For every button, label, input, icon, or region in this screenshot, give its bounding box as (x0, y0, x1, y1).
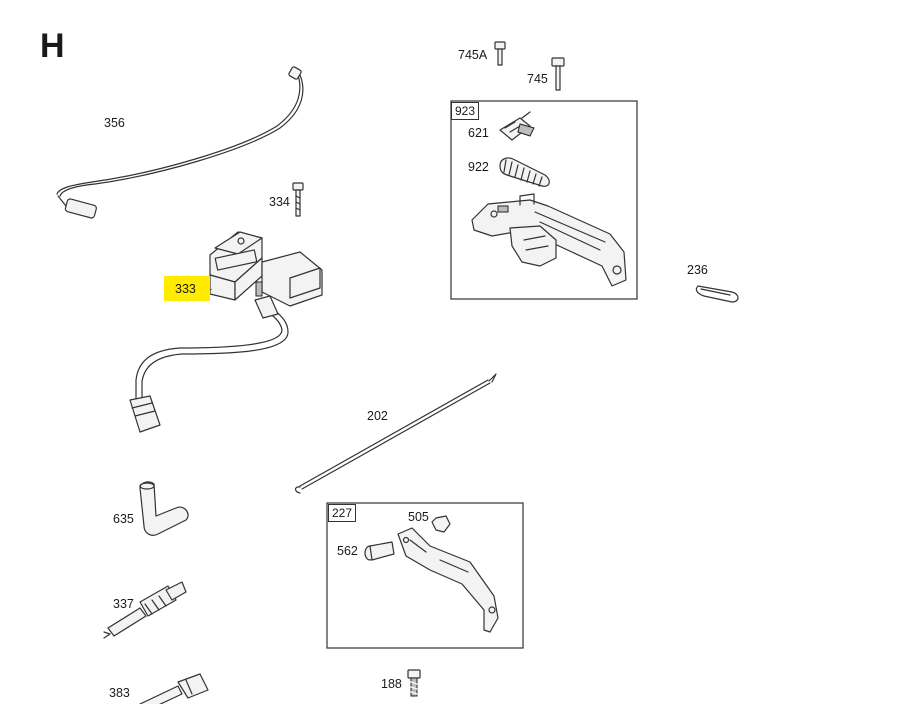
part-562-pin[interactable] (364, 541, 395, 561)
callout-562[interactable]: 562 (337, 544, 358, 558)
callout-236[interactable]: 236 (687, 263, 708, 277)
callout-621[interactable]: 621 (468, 126, 489, 140)
callout-188[interactable]: 188 (381, 677, 402, 691)
callout-337[interactable]: 337 (113, 597, 134, 611)
callout-356[interactable]: 356 (104, 116, 125, 130)
callout-383[interactable]: 383 (109, 686, 130, 700)
part-334-screw[interactable] (292, 182, 304, 217)
part-356-ground-wire[interactable] (56, 66, 304, 219)
part-505-nut[interactable] (431, 515, 451, 533)
callout-745A[interactable]: 745A (458, 48, 488, 62)
part-923-control-bracket[interactable] (471, 193, 627, 287)
part-227-governor-lever[interactable] (397, 527, 499, 633)
part-202-governor-link[interactable] (294, 373, 497, 494)
part-337-spark-plug[interactable] (103, 581, 187, 639)
group-227-box (326, 502, 524, 649)
part-188-screw[interactable] (407, 669, 421, 697)
section-letter: H (40, 27, 65, 65)
callout-745[interactable]: 745 (527, 72, 548, 86)
callout-202[interactable]: 202 (367, 409, 388, 423)
callout-333[interactable]: 333 (175, 282, 196, 296)
part-333-armature[interactable] (129, 231, 323, 433)
part-635-spark-plug-boot[interactable] (139, 481, 189, 536)
callout-227[interactable]: 227 (328, 504, 357, 522)
group-923-box (450, 100, 638, 300)
part-745-screw[interactable] (551, 57, 565, 91)
callout-922[interactable]: 922 (468, 160, 489, 174)
part-745A-screw[interactable] (494, 41, 506, 66)
part-922-spring[interactable] (499, 157, 550, 187)
callout-334[interactable]: 334 (269, 195, 290, 209)
part-383-tool[interactable] (139, 673, 209, 704)
callout-635[interactable]: 635 (113, 512, 134, 526)
part-236-link[interactable] (695, 285, 739, 303)
callout-505[interactable]: 505 (408, 510, 429, 524)
callout-923[interactable]: 923 (451, 102, 480, 120)
highlight-333 (164, 276, 210, 301)
part-621-clip[interactable] (499, 111, 535, 141)
